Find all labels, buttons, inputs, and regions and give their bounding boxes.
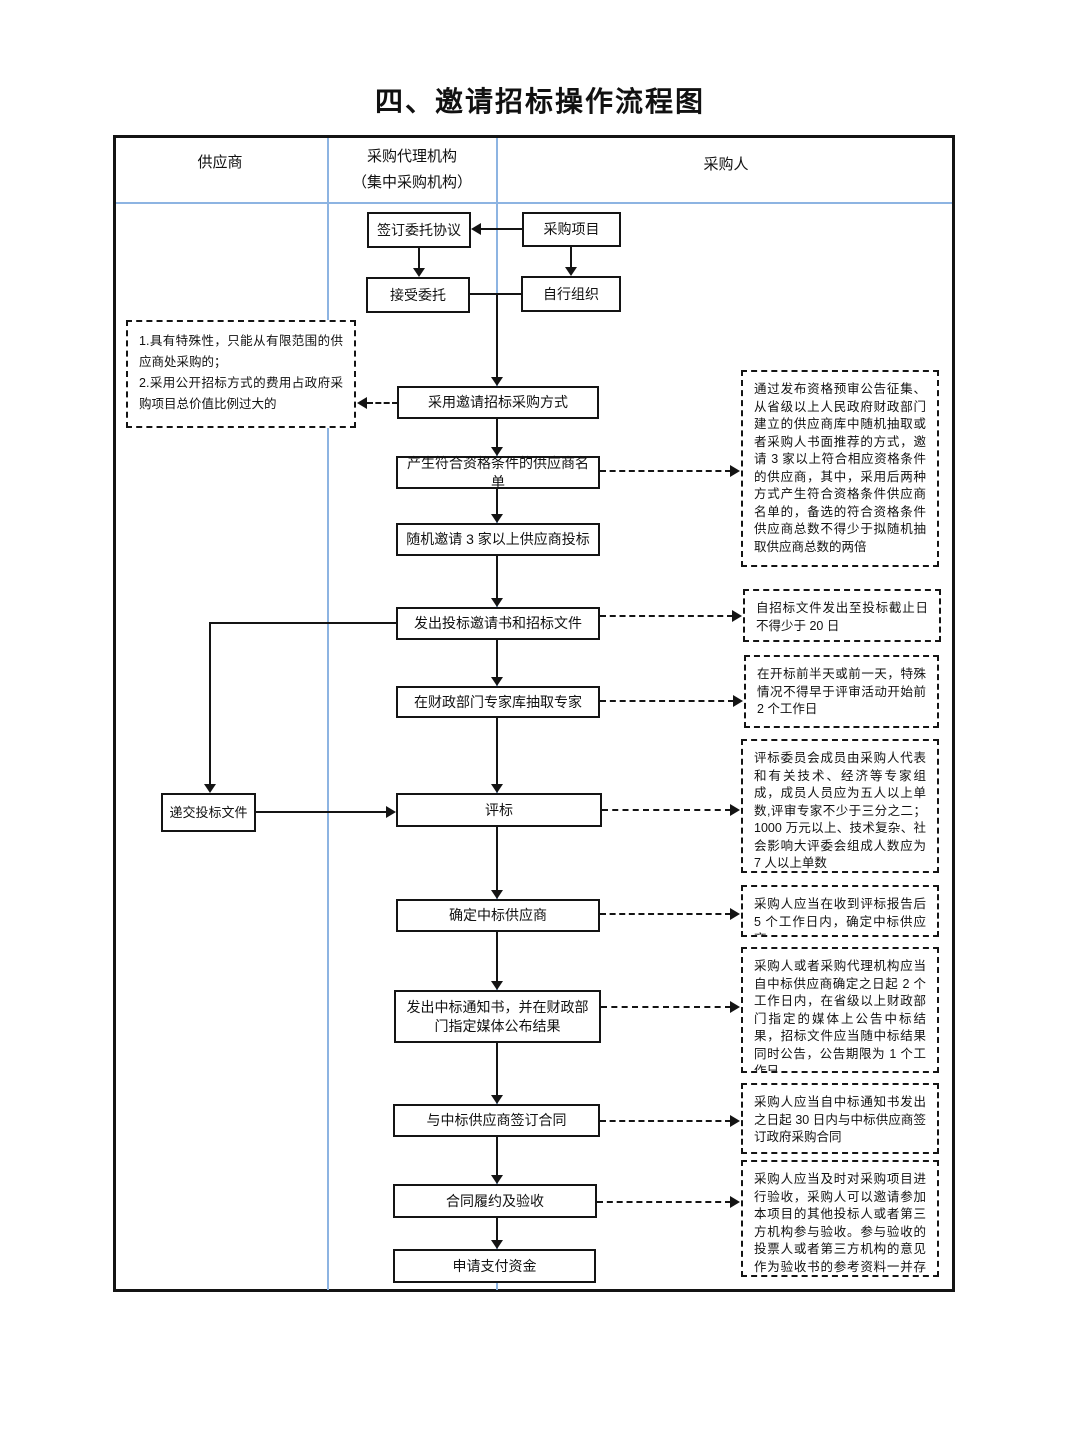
arrowhead-project-to-selforganize [565, 267, 577, 276]
arrow-issue-to-experts [496, 640, 498, 678]
dashed-arrow-notice-note [601, 1006, 731, 1008]
dashed-arrow-issue-note [600, 615, 733, 617]
arrowhead-to-adopt-method [491, 377, 503, 386]
lane-header-purchaser: 采购人 [497, 152, 955, 178]
dashed-arrow-winner-note [600, 913, 731, 915]
lane-header-supplier: 供应商 [113, 150, 327, 176]
dashed-arrow-list-note [600, 470, 731, 472]
flow-box-apply-payment: 申请支付资金 [393, 1249, 596, 1283]
note-supplier-sourcing: 通过发布资格预审公告征集、从省级以上人民政府财政部门建立的供应商库中随机抽取或者… [741, 370, 939, 567]
lane-header-agency-line1: 采购代理机构 [366, 148, 457, 165]
flow-box-procurement-project: 采购项目 [522, 212, 621, 247]
lane-header-agency: 采购代理机构 （集中采购机构） [328, 144, 496, 196]
arrow-project-to-sign [479, 228, 522, 230]
dashed-arrow-acceptance-note [597, 1201, 731, 1203]
arrow-winner-to-notice [496, 932, 498, 982]
arrowhead-contract-to-acceptance [491, 1175, 503, 1184]
arrow-adopt-to-list [496, 419, 498, 448]
arrowhead-list-to-invite [491, 514, 503, 523]
flow-box-determine-winner: 确定中标供应商 [396, 899, 600, 932]
note-evaluation-committee: 评标委员会成员由采购人代表和有关技术、经济等专家组成，成员人员应为五人以上单数,… [741, 739, 939, 873]
line-accept-selforganize [470, 293, 521, 295]
arrowhead-adopt-to-list [491, 447, 503, 456]
lane-divider-1 [327, 138, 329, 1290]
arrow-sign-to-accept [418, 248, 420, 269]
flow-box-performance-acceptance: 合同履约及验收 [393, 1184, 597, 1218]
note-expert-timing: 在开标前半天或前一天，特殊情况不得早于评审活动开始前 2 个工作日 [744, 655, 939, 728]
arrowhead-winner-note [730, 908, 740, 920]
flow-box-random-invite: 随机邀请 3 家以上供应商投标 [396, 523, 600, 556]
flow-box-self-organize: 自行组织 [521, 276, 621, 312]
arrowhead-experts-to-evaluation [491, 784, 503, 793]
arrowhead-notice-to-contract [491, 1095, 503, 1104]
line-issue-branch-vertical [209, 622, 211, 785]
arrow-experts-to-evaluation [496, 718, 498, 785]
flow-box-issue-invitation: 发出投标邀请书和招标文件 [396, 607, 600, 640]
note-condition-line1: 1.具有特殊性，只能从有限范围的供应商处采购的； [139, 334, 343, 369]
arrow-acceptance-to-payment [496, 1218, 498, 1241]
dashed-arrow-experts-note [600, 700, 734, 702]
diagram-frame [113, 135, 955, 1292]
arrowhead-evaluation-note [730, 804, 740, 816]
arrowhead-to-conditions [357, 397, 367, 409]
arrow-project-to-selforganize [570, 247, 572, 268]
note-30-days-contract: 采购人应当自中标通知书发出之日起 30 日内与中标供应商签订政府采购合同 [741, 1083, 939, 1154]
arrowhead-issue-to-experts [491, 677, 503, 686]
arrowhead-project-to-sign [471, 223, 481, 235]
arrowhead-evaluation-to-winner [491, 890, 503, 899]
dashed-arrow-to-conditions [367, 402, 398, 404]
arrow-submitbid-to-evaluation [256, 811, 387, 813]
lane-header-agency-line2: （集中采购机构） [351, 174, 472, 191]
page-title: 四、邀请招标操作流程图 [374, 86, 705, 117]
arrowhead-contract-note [730, 1115, 740, 1127]
flow-box-generate-list: 产生符合资格条件的供应商名单 [396, 455, 600, 490]
flow-box-adopt-method: 采用邀请招标采购方式 [397, 386, 599, 419]
lane-header-supplier-label: 供应商 [197, 154, 243, 171]
note-acceptance-check: 采购人应当及时对采购项目进行验收，采购人可以邀请参加本项目的其他投标人或者第三方… [741, 1160, 939, 1277]
dashed-arrow-evaluation-note [602, 809, 731, 811]
flow-box-sign-contract: 与中标供应商签订合同 [393, 1104, 600, 1137]
note-condition-line2: 2.采用公开招标方式的费用占政府采购项目总价值比例过大的 [139, 376, 343, 411]
lane-header-purchaser-label: 采购人 [703, 156, 749, 173]
arrow-contract-to-acceptance [496, 1137, 498, 1176]
line-issue-branch-horizontal [210, 622, 396, 624]
arrowhead-acceptance-to-payment [491, 1240, 503, 1249]
arrow-invite-to-issue [496, 556, 498, 599]
arrowhead-notice-note [730, 1001, 740, 1013]
dashed-arrow-contract-note [600, 1120, 731, 1122]
flow-box-submit-bid: 递交投标文件 [161, 793, 256, 832]
flow-box-accept-commission: 接受委托 [366, 277, 470, 313]
arrowhead-acceptance-note [730, 1196, 740, 1208]
arrowhead-issue-note [732, 610, 742, 622]
arrowhead-list-note [730, 465, 740, 477]
arrowhead-winner-to-notice [491, 981, 503, 990]
arrowhead-experts-note [733, 695, 743, 707]
flow-box-evaluation: 评标 [396, 793, 602, 827]
note-invitation-conditions: 1.具有特殊性，只能从有限范围的供应商处采购的； 2.采用公开招标方式的费用占政… [126, 320, 356, 428]
flow-box-issue-notice: 发出中标通知书，并在财政部门指定媒体公布结果 [394, 990, 601, 1043]
arrowhead-invite-to-issue [491, 598, 503, 607]
arrowhead-to-submit-bid [204, 784, 216, 793]
flow-box-draw-experts: 在财政部门专家库抽取专家 [396, 686, 600, 718]
arrowhead-sign-to-accept [413, 268, 425, 277]
note-20-days: 自招标文件发出至投标截止日不得少于 20 日 [743, 589, 941, 642]
note-result-announcement: 采购人或者采购代理机构应当自中标供应商确定之日起 2 个工作日内，在省级以上财政… [741, 947, 939, 1073]
arrow-list-to-invite [496, 489, 498, 515]
arrow-evaluation-to-winner [496, 827, 498, 891]
note-5-working-days: 采购人应当在收到评标报告后 5 个工作日内，确定中标供应商 [741, 885, 939, 937]
arrow-notice-to-contract [496, 1043, 498, 1096]
arrowhead-submitbid-to-evaluation [386, 806, 396, 818]
arrow-to-adopt-method [496, 294, 498, 378]
flow-box-sign-agreement: 签订委托协议 [367, 212, 471, 248]
header-divider [116, 202, 952, 204]
